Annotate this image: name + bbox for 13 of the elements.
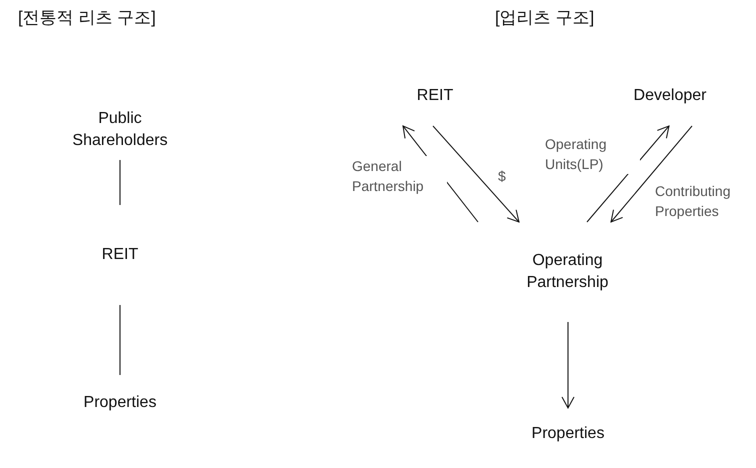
section-heading: [전통적 리츠 구조] <box>18 7 156 29</box>
node-label: REIT <box>416 86 454 106</box>
edge-label: General Partnership <box>352 156 447 196</box>
node-label: Properties <box>84 392 156 412</box>
section-heading: [업리츠 구조] <box>495 7 594 29</box>
node-label: Operating Partnership <box>526 251 610 293</box>
arrow <box>562 322 574 408</box>
node-label: Public Shareholders <box>71 109 169 151</box>
arrow <box>610 126 692 222</box>
arrow <box>432 126 520 222</box>
node-label: Properties <box>532 424 604 444</box>
node-label: REIT <box>102 245 138 265</box>
node-label: Developer <box>634 86 706 106</box>
